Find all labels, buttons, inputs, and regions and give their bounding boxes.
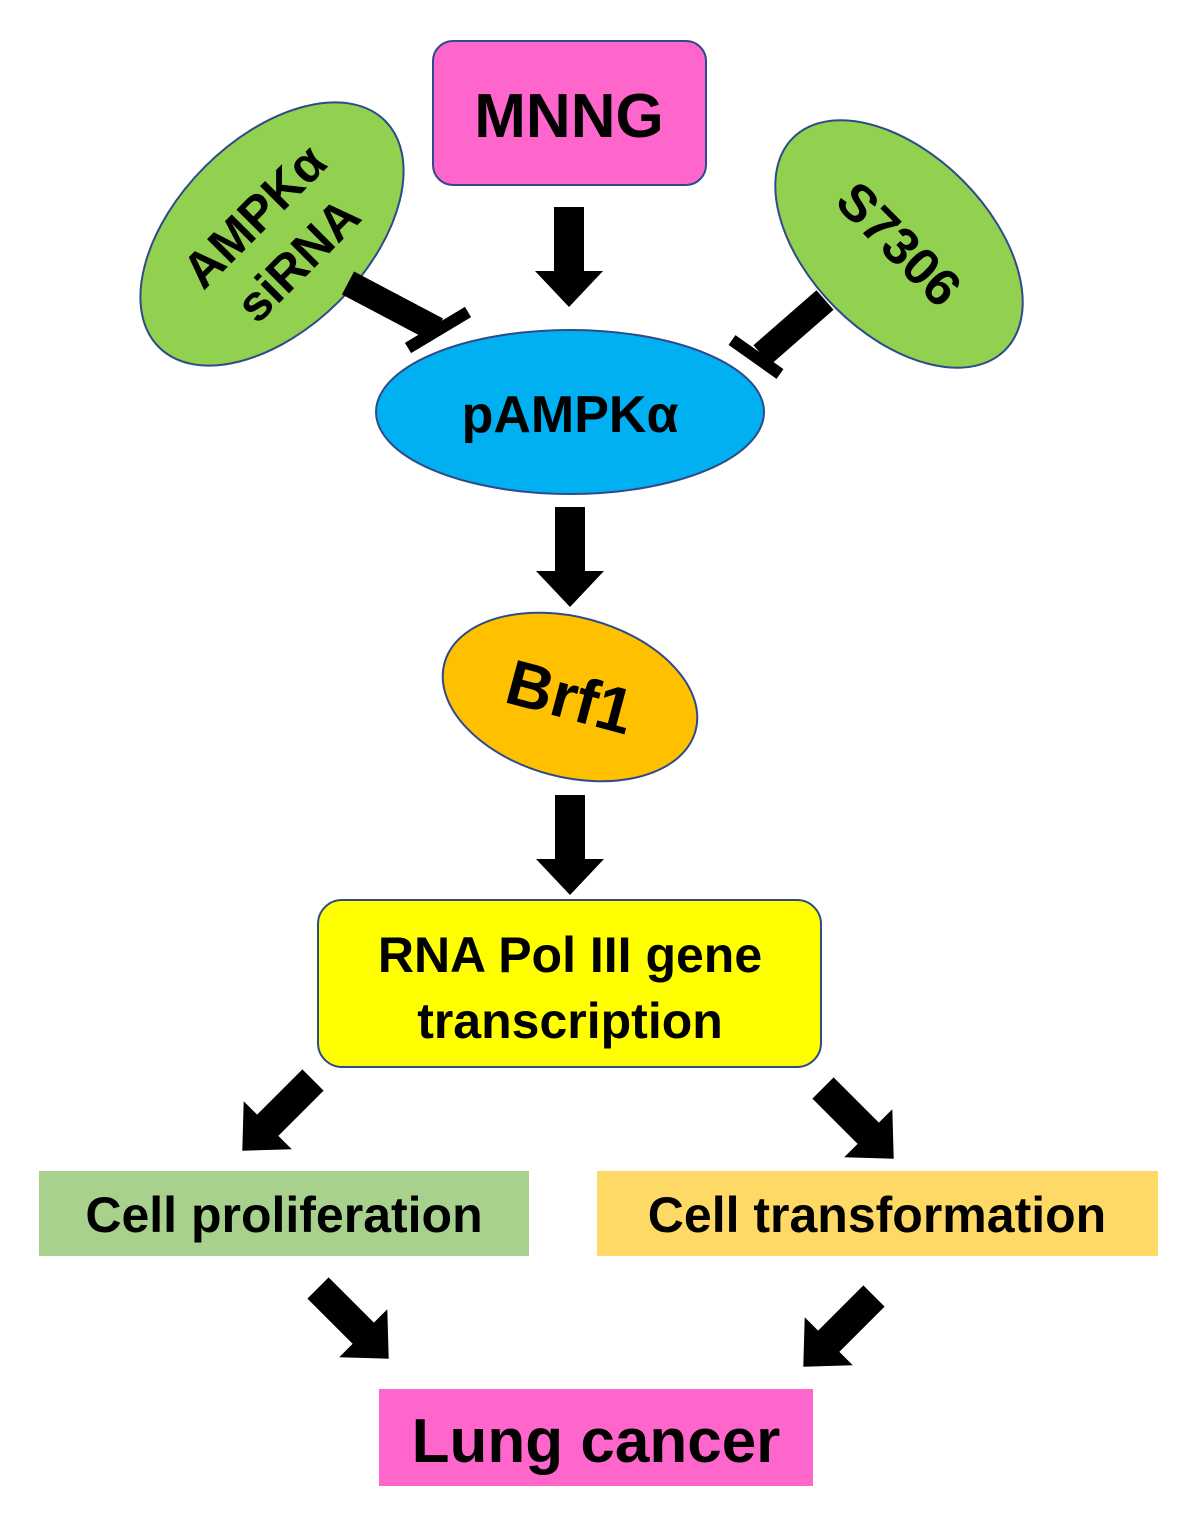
mnng-node: MNNG (432, 40, 707, 186)
lung-cancer-box (379, 1389, 813, 1486)
lung-cancer-label: Lung cancer (412, 1407, 781, 1476)
brf1-ellipse (441, 611, 699, 783)
cell-transformation-box (597, 1171, 1158, 1256)
arrow-transformation-to-lungcancer (779, 1271, 899, 1391)
rna-pol-label-line2: transcription (417, 993, 723, 1049)
rna-pol-box (317, 899, 822, 1068)
s7306-ellipse (774, 119, 1024, 369)
arrow-proliferation-to-lungcancer (293, 1263, 413, 1383)
inhibit-sirna-to-pampk (341, 271, 472, 354)
brf1-node: Brf1 (441, 611, 699, 783)
pampk-label: pAMPKα (462, 386, 679, 444)
mnng-box (432, 40, 707, 186)
s7306-node: S7306 (774, 119, 1024, 369)
arrow-rnapol-to-proliferation (218, 1055, 338, 1175)
cell-proliferation-box (39, 1171, 529, 1256)
cell-transformation-label: Cell transformation (648, 1187, 1106, 1243)
cell-proliferation-label: Cell proliferation (85, 1187, 482, 1243)
pampk-ellipse (375, 329, 765, 495)
rna-pol-node: RNA Pol III gene transcription (317, 899, 822, 1068)
mnng-label: MNNG (474, 82, 663, 151)
lung-cancer-node: Lung cancer (379, 1389, 813, 1486)
pampk-node: pAMPKα (375, 329, 765, 495)
arrow-rnapol-to-transformation (798, 1063, 918, 1183)
ampk-sirna-node: AMPKα siRNA (139, 101, 405, 367)
arrow-brf1-to-rnapol (536, 795, 604, 895)
arrow-pampk-to-brf1 (536, 507, 604, 607)
cell-proliferation-node: Cell proliferation (39, 1171, 529, 1256)
inhibit-s7306-to-pampk (728, 290, 834, 379)
rna-pol-label-line1: RNA Pol III gene (378, 927, 762, 983)
arrow-mnng-to-pampk (535, 207, 603, 307)
cell-transformation-node: Cell transformation (597, 1171, 1158, 1256)
ampk-sirna-ellipse (139, 101, 405, 367)
